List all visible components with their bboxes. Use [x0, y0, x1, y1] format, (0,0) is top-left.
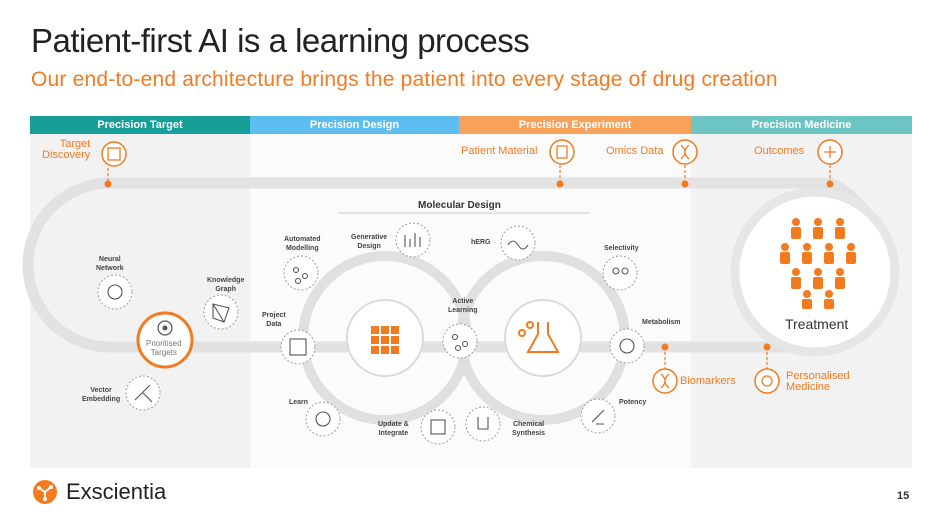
automated-modelling-icon	[283, 255, 319, 291]
neural-network-icon	[97, 274, 133, 310]
automated-modelling-label: Automated Modelling	[284, 236, 321, 252]
patient-material-label: Patient Material	[461, 145, 538, 157]
generative-design-label: Generative Design	[351, 234, 388, 250]
prioritised-targets-label: Prioritised Targets	[146, 339, 182, 357]
vector-embedding-label: Vector Embedding	[82, 387, 121, 403]
biomarkers-label: Biomarkers	[680, 375, 736, 387]
cube-icon	[371, 326, 399, 354]
page-title: Patient-first AI is a learning process	[31, 22, 530, 59]
herg-label: hERG	[471, 239, 491, 246]
selectivity-icon	[602, 255, 638, 291]
company-name: Exscientia	[66, 479, 167, 504]
learn-label: Learn	[289, 399, 309, 406]
omics-data-label: Omics Data	[606, 145, 664, 157]
stage-precision-design: Precision Design	[250, 116, 459, 134]
update-integrate-label: Update & Integrate	[378, 421, 409, 437]
learn-icon	[305, 401, 341, 437]
generative-design-icon	[395, 222, 431, 258]
company-logo: Exscientia	[32, 479, 166, 505]
project-data-label: Project Data	[262, 312, 286, 328]
selectivity-label: Selectivity	[604, 245, 639, 252]
metabolism-icon	[609, 328, 645, 364]
neural-network-label: Neural Network	[96, 256, 124, 272]
chemical-synthesis-label: Chemical Synthesis	[512, 421, 546, 437]
stage-precision-experiment: Precision Experiment	[459, 116, 691, 134]
project-data-icon	[280, 329, 316, 365]
target-icon	[157, 320, 173, 336]
treatment-people-icon	[780, 218, 856, 309]
stage-precision-medicine: Precision Medicine	[691, 116, 912, 134]
outcomes-label: Outcomes	[754, 145, 805, 157]
knowledge-graph-icon	[203, 294, 239, 330]
prioritised-targets-circle	[136, 311, 194, 369]
molecular-design-heading: Molecular Design	[418, 200, 501, 211]
target-discovery-icon	[101, 141, 127, 167]
herg-icon	[500, 225, 536, 261]
connector-dots	[104, 180, 834, 351]
page-subtitle: Our end-to-end architecture brings the p…	[31, 68, 778, 91]
potency-label: Potency	[619, 399, 647, 406]
flask-icon	[518, 321, 560, 353]
page-number: 15	[897, 490, 910, 502]
personalised-medicine-label: Personalised Medicine	[786, 370, 850, 393]
active-learning-label: Active Learning	[448, 298, 478, 314]
treatment-label: Treatment	[785, 316, 849, 332]
stage-bar: Precision Target Precision Design Precis…	[30, 116, 912, 134]
flask-circle	[504, 299, 582, 377]
chemical-synthesis-icon	[465, 406, 501, 442]
target-discovery-label: Target Discovery	[42, 138, 91, 161]
knowledge-graph-label: Knowledge Graph	[207, 277, 245, 293]
active-learning-icon	[442, 323, 478, 359]
stage-precision-target: Precision Target	[30, 116, 250, 134]
metabolism-label: Metabolism	[642, 319, 681, 326]
exscientia-logo-icon	[33, 480, 57, 504]
patient-material-icon	[549, 139, 575, 165]
update-integrate-icon	[420, 409, 456, 445]
personalised-medicine-icon	[754, 368, 780, 394]
